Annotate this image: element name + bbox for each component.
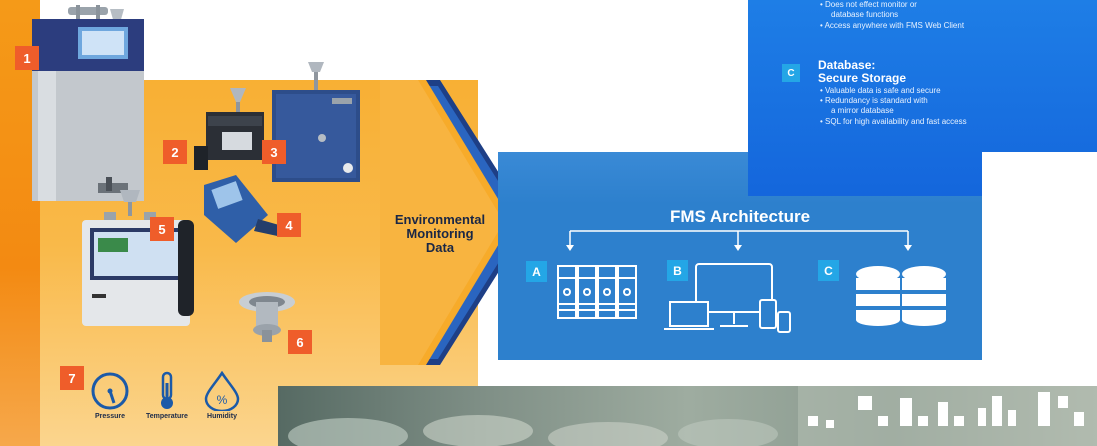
data-flow-arrow — [380, 80, 530, 365]
flow-label: Environmental Monitoring Data — [385, 213, 495, 255]
sensor-pressure: Pressure — [90, 371, 130, 420]
sensor-temperature: Temperature — [146, 371, 188, 420]
info-c-title-line-1: Database: — [818, 58, 876, 72]
sensor-humidity: % Humidity — [202, 371, 242, 420]
badge-7: 7 — [60, 366, 84, 390]
humidity-drop-icon: % — [204, 371, 240, 411]
c-bullet-1-text: Valuable data is safe and secure — [825, 86, 941, 95]
component-c-badge: C — [818, 260, 839, 281]
component-b-badge: B — [667, 260, 688, 281]
lab-photo-strip — [278, 386, 1097, 446]
flow-label-line-2: Monitoring — [406, 226, 474, 241]
c-bullet-2-text: Redundancy is standard with — [825, 96, 928, 105]
b-bullet-2: • Access anywhere with FMS Web Client — [820, 21, 965, 30]
c-bullet-3-text: SQL for high availability and fast acces… — [825, 117, 967, 126]
c-bullet-2-cont: a mirror database — [831, 106, 894, 115]
c-bullet-2: • Redundancy is standard with — [820, 96, 928, 105]
fms-title: FMS Architecture — [669, 207, 811, 226]
handheld-particle-counter — [204, 175, 286, 243]
badge-3: 3 — [262, 140, 286, 164]
server-rack-icon — [557, 265, 637, 319]
flow-label-line-1: Environmental — [394, 212, 486, 227]
fms-architecture-diagram — [557, 230, 946, 333]
sampling-head — [239, 292, 295, 342]
info-c-title: Database: Secure Storage — [818, 59, 906, 85]
c-bullet-3: • SQL for high availability and fast acc… — [820, 117, 967, 126]
sensor-label-humidity: Humidity — [207, 413, 237, 420]
badge-1: 1 — [15, 46, 39, 70]
badge-5: 5 — [150, 217, 174, 241]
b-bullet-1: • Does not effect monitor or — [820, 0, 917, 9]
thermometer-icon — [160, 371, 173, 409]
badge-6: 6 — [288, 330, 312, 354]
portable-particle-counter — [82, 190, 194, 326]
badge-2: 2 — [163, 140, 187, 164]
sensor-label-temperature: Temperature — [146, 413, 188, 420]
b-bullet-2-text: Access anywhere with FMS Web Client — [824, 21, 965, 30]
devices-icon — [664, 263, 791, 333]
large-air-sampler — [32, 5, 144, 201]
c-bullet-1: • Valuable data is safe and secure — [820, 86, 941, 95]
svg-text:%: % — [217, 393, 228, 407]
remote-particle-counter — [272, 62, 360, 182]
database-icon — [856, 266, 946, 326]
info-panel-cutout — [982, 152, 1097, 196]
gauge-icon — [91, 372, 129, 410]
info-c-badge: C — [782, 64, 800, 82]
badge-4: 4 — [277, 213, 301, 237]
component-a-badge: A — [526, 261, 547, 282]
sensor-label-pressure: Pressure — [95, 413, 125, 420]
info-c-title-line-2: Secure Storage — [818, 71, 907, 85]
compact-particle-counter — [194, 88, 264, 170]
b-bullet-1-text: Does not effect monitor or — [825, 0, 917, 9]
flow-label-line-3: Data — [425, 240, 455, 255]
b-bullet-1-cont: database functions — [831, 10, 899, 19]
lab-photo-image — [288, 386, 1097, 446]
